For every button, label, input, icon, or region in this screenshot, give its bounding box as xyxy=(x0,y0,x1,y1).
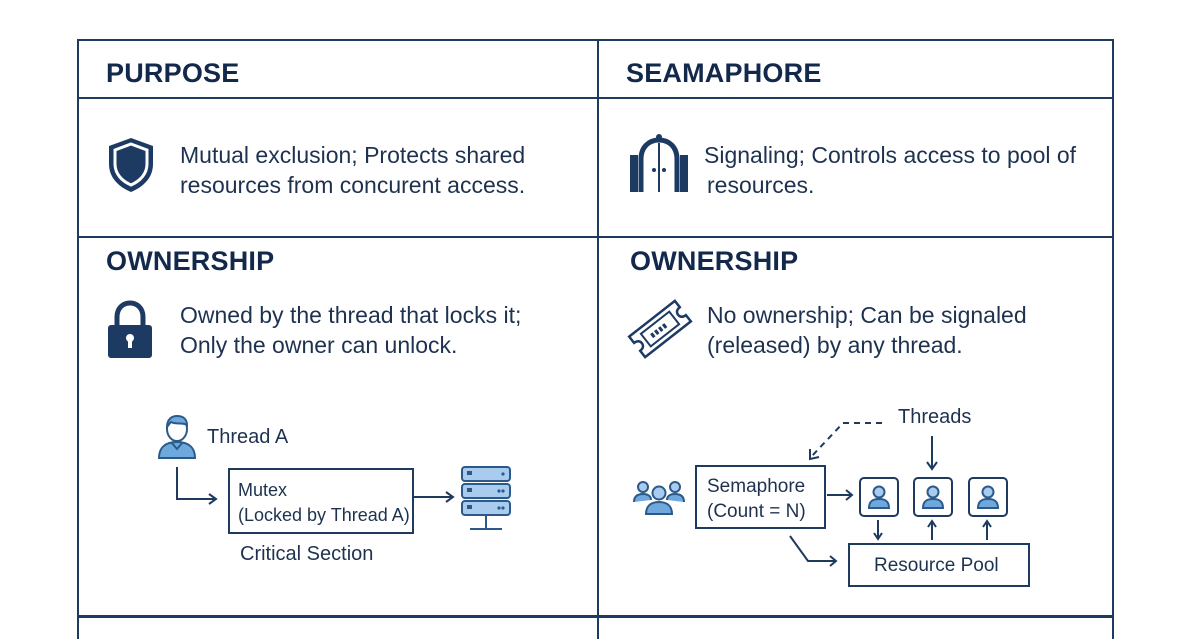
semaphore-purpose-line2: resources. xyxy=(707,172,815,198)
users-group-icon xyxy=(633,481,685,515)
mutex-box-title: Mutex xyxy=(238,480,288,500)
purpose-description: Mutual exclusion; Protects shared resour… xyxy=(180,140,525,200)
user-icon xyxy=(976,485,1000,509)
resource-pool-label: Resource Pool xyxy=(874,555,999,576)
semaphore-box-text: Semaphore (Count = N) xyxy=(707,474,806,524)
threads-label: Threads xyxy=(898,406,972,428)
table-top-border xyxy=(77,39,1114,41)
thread-slot-3 xyxy=(968,477,1008,517)
semaphore-ownership-line2: (released) by any thread. xyxy=(707,332,963,358)
semaphore-box-subtitle: (Count = N) xyxy=(707,501,806,522)
row-divider-1 xyxy=(77,97,1114,99)
thread-slot-1 xyxy=(859,477,899,517)
slot3-up-arrow xyxy=(982,519,992,540)
ticket-icon xyxy=(627,299,693,359)
row-divider-2 xyxy=(77,236,1114,238)
semaphore-box-title: Semaphore xyxy=(707,476,806,497)
semaphore-purpose-line1: Signaling; Controls access to pool of xyxy=(704,142,1077,168)
mutex-ownership-line2: Only the owner can unlock. xyxy=(180,332,458,358)
threads-down-arrow xyxy=(926,436,938,471)
semaphore-ownership-description: No ownership; Can be signaled (released)… xyxy=(707,300,1027,360)
semaphore-purpose-description: Signaling; Controls access to pool of re… xyxy=(704,140,1076,200)
mutex-to-resource-arrow xyxy=(412,491,455,503)
user-icon xyxy=(921,485,945,509)
purpose-description-line1: Mutual exclusion; Protects shared xyxy=(180,142,526,168)
resource-pool-box xyxy=(848,543,1030,587)
table-left-border xyxy=(77,39,79,639)
mutex-box xyxy=(228,468,414,534)
slot1-down-arrow xyxy=(873,520,883,541)
purpose-header: PURPOSE xyxy=(106,58,240,88)
thread-slot-2 xyxy=(913,477,953,517)
mutex-ownership-line1: Owned by the thread that locks it; xyxy=(180,302,522,328)
threads-dashed-arrow xyxy=(809,422,882,461)
table-right-border xyxy=(1112,39,1114,639)
semaphore-ownership-header: OWNERSHIP xyxy=(630,246,799,276)
row-divider-3 xyxy=(77,615,1114,618)
mutex-box-text: Mutex (Locked by Thread A) xyxy=(238,478,410,528)
critical-section-label: Critical Section xyxy=(240,543,374,565)
semaphore-header: SEAMAPHORE xyxy=(626,58,822,88)
mutex-ownership-header: OWNERSHIP xyxy=(106,246,275,276)
purpose-description-line2: resources from concurent access. xyxy=(180,172,526,198)
mutex-ownership-description: Owned by the thread that locks it; Only … xyxy=(180,300,521,360)
thread-to-mutex-arrow xyxy=(176,467,218,505)
semaphore-ownership-line1: No ownership; Can be signaled xyxy=(707,302,1027,328)
thread-a-label: Thread A xyxy=(207,426,289,448)
server-icon xyxy=(461,466,511,530)
user-icon xyxy=(867,485,891,509)
mutex-box-subtitle: (Locked by Thread A) xyxy=(238,505,410,525)
semaphore-box xyxy=(695,465,826,529)
slot2-up-arrow xyxy=(927,519,937,540)
semaphore-to-thread-arrow xyxy=(827,489,854,501)
padlock-icon xyxy=(108,300,152,358)
semaphore-to-pool-arrow xyxy=(789,535,838,567)
shield-icon xyxy=(109,138,153,192)
column-divider xyxy=(597,39,599,639)
user-icon xyxy=(157,414,197,459)
gate-icon xyxy=(630,134,688,192)
